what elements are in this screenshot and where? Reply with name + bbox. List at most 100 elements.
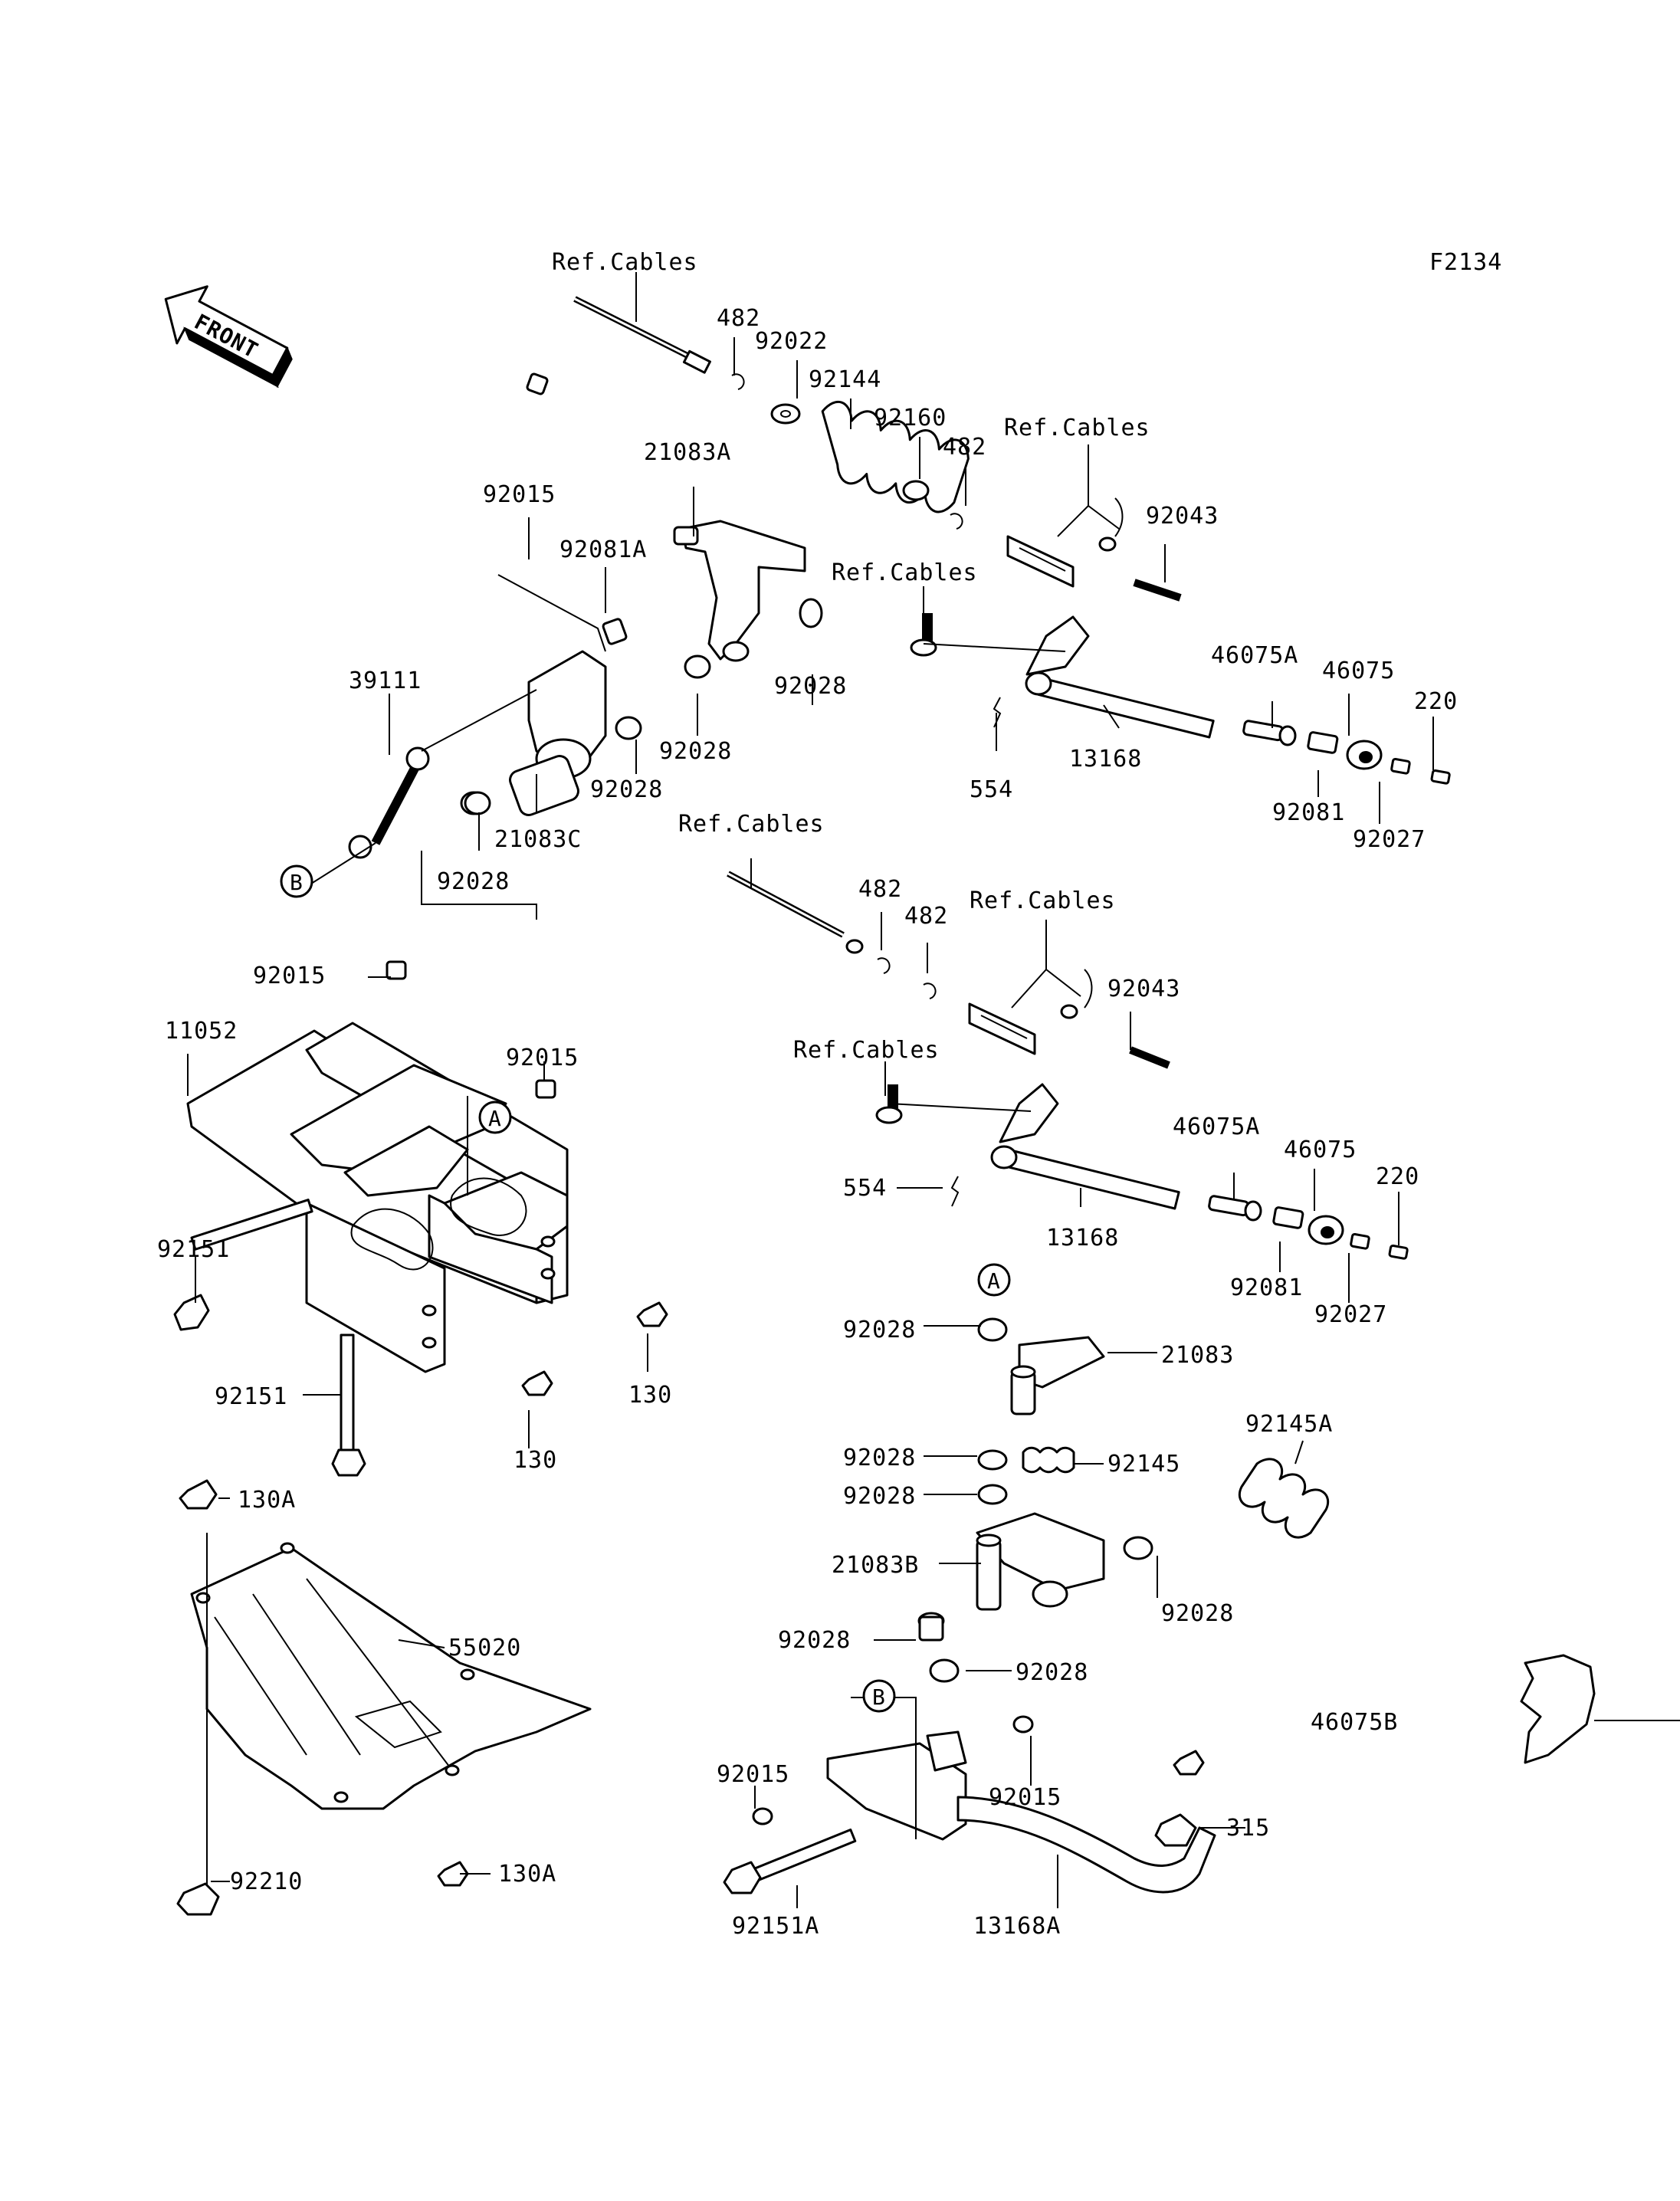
bolt-130A-a <box>179 1479 218 1510</box>
label-part: 92145A <box>1245 1411 1333 1438</box>
label-part: 92028 <box>843 1483 916 1510</box>
label-part: 92144 <box>809 366 881 393</box>
label-part: 554 <box>970 776 1013 803</box>
label-part: 92151A <box>732 1913 819 1940</box>
label-part: 46075A <box>1173 1114 1260 1140</box>
callout-b-lower: B <box>862 1679 896 1713</box>
label-part: 92028 <box>843 1445 916 1471</box>
bushing-92028-a <box>615 716 642 740</box>
label-part: 130A <box>498 1861 556 1888</box>
bolt-92151-b <box>331 1333 366 1477</box>
label-part: 92028 <box>1016 1659 1088 1686</box>
label-part: 92015 <box>506 1045 579 1071</box>
label-part: 315 <box>1226 1815 1270 1842</box>
label-part: 92081 <box>1230 1274 1303 1301</box>
callout-b-label: B <box>872 1684 886 1710</box>
upper-cable-assembly <box>573 296 1451 785</box>
label-part: 39111 <box>349 668 422 694</box>
label-part: 92028 <box>778 1627 851 1654</box>
label-part: 130A <box>238 1487 296 1514</box>
label-part: 11052 <box>165 1018 238 1045</box>
bolt-130-a <box>636 1301 668 1327</box>
label-part: 46075A <box>1211 642 1298 669</box>
callout-b-upper: B <box>280 864 313 898</box>
nut-92210 <box>176 1882 220 1916</box>
label-part: 55020 <box>448 1635 521 1661</box>
part-labels: Ref.Cables 482 92022 92144 92160 Ref.Cab… <box>157 249 1458 1940</box>
figure-code: F2134 <box>1429 249 1502 276</box>
label-part: 482 <box>904 903 948 930</box>
bolt-130-b <box>521 1370 553 1396</box>
label-part: 92027 <box>1353 826 1426 853</box>
label-ref-cables: Ref.Cables <box>552 249 698 276</box>
label-part: 92015 <box>717 1761 789 1788</box>
spring-92144 <box>821 401 970 513</box>
label-part: 92145 <box>1107 1451 1180 1478</box>
label-part: 13168 <box>1046 1225 1119 1251</box>
label-part: 130 <box>514 1447 557 1474</box>
label-part: 92081A <box>559 536 647 563</box>
label-ref-cables: Ref.Cables <box>1004 415 1150 441</box>
label-part: 92081 <box>1272 799 1345 826</box>
label-part: 21083 <box>1161 1342 1234 1369</box>
bushing-92028-b <box>684 654 711 679</box>
label-part: 21083A <box>644 439 731 466</box>
label-part: 220 <box>1414 688 1458 715</box>
label-part: 554 <box>843 1175 887 1202</box>
label-part: 92043 <box>1107 976 1180 1002</box>
bracket-39111 <box>348 372 628 859</box>
label-part: 21083C <box>494 826 582 853</box>
arm-21083A <box>673 520 823 662</box>
label-ref-cables: Ref.Cables <box>970 887 1116 914</box>
label-part: 92015 <box>483 481 556 508</box>
label-part: 92151 <box>157 1236 230 1263</box>
bolt-92151-a <box>173 1199 313 1331</box>
label-part: 92028 <box>843 1317 916 1343</box>
label-part: 482 <box>943 434 986 461</box>
label-part: 21083B <box>832 1552 919 1579</box>
label-part: 92022 <box>755 328 828 355</box>
callout-b-label: B <box>290 870 304 895</box>
skid-plate-55020 <box>190 1542 592 1810</box>
label-part: 482 <box>717 305 760 332</box>
label-part: 13168 <box>1069 746 1142 772</box>
label-part: 92028 <box>774 673 847 700</box>
lower-pedal-assembly <box>752 1317 1596 1894</box>
label-part: 92043 <box>1146 503 1219 530</box>
callout-a-label: A <box>488 1106 502 1131</box>
front-arrow-icon: FRONT <box>164 285 293 389</box>
label-part: 46075 <box>1284 1137 1357 1163</box>
label-part: 92015 <box>989 1784 1061 1811</box>
label-ref-cables: Ref.Cables <box>793 1037 940 1064</box>
callout-a-label: A <box>987 1268 1001 1294</box>
leader-lines <box>187 272 1680 1908</box>
label-part: 92015 <box>253 963 326 989</box>
label-part: 130 <box>628 1382 672 1409</box>
label-part: 92027 <box>1314 1301 1387 1328</box>
label-ref-cables: Ref.Cables <box>678 811 825 838</box>
label-part: 13168A <box>973 1913 1061 1940</box>
bolt-130A-b <box>437 1861 469 1887</box>
middle-cable-assembly <box>727 871 1409 1260</box>
label-part: 220 <box>1376 1163 1419 1190</box>
callout-a-lower: A <box>977 1263 1011 1297</box>
label-part: 92028 <box>1161 1600 1234 1627</box>
label-part: 46075B <box>1311 1709 1398 1736</box>
label-part: 46075 <box>1322 658 1395 684</box>
bushing-92028-c <box>464 791 491 815</box>
callout-a-upper: A <box>478 1100 512 1134</box>
nut-92015-frame-b <box>535 1079 556 1099</box>
label-part: 92151 <box>215 1383 287 1410</box>
label-part: 92028 <box>659 738 732 765</box>
frame-11052 <box>186 960 569 1373</box>
label-ref-cables: Ref.Cables <box>832 559 978 586</box>
label-part: 92160 <box>874 405 947 431</box>
label-part: 482 <box>858 876 902 903</box>
label-part: 92028 <box>590 776 663 803</box>
label-part: 92210 <box>230 1868 303 1895</box>
bolt-92151A <box>723 1829 857 1894</box>
label-part: 92028 <box>437 868 510 895</box>
nut-92015-frame <box>386 960 407 980</box>
